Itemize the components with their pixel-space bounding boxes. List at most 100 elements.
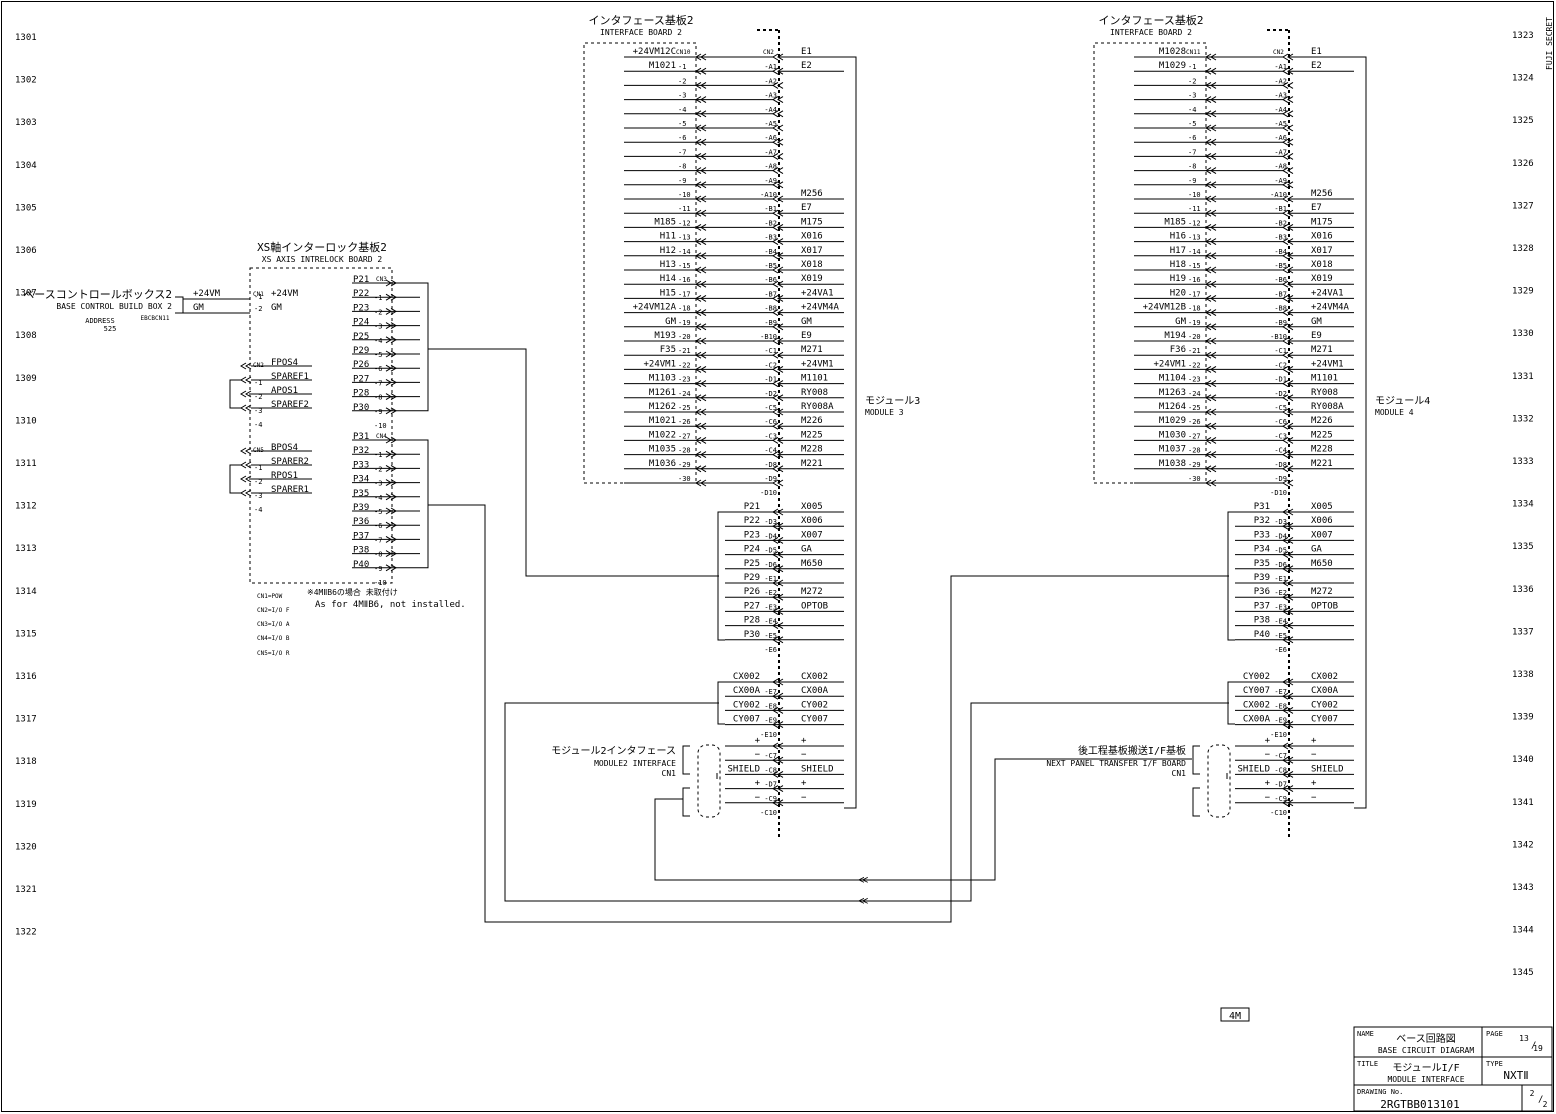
type-label: TYPE — [1486, 1060, 1503, 1068]
if-row-right-pin: -B6 — [1274, 276, 1287, 284]
if-row-left-signal: M1022 — [649, 430, 676, 440]
if-p-row-right: X005 — [801, 502, 823, 512]
row-number-left: 1319 — [15, 800, 37, 810]
row-number-right: 1329 — [1512, 287, 1534, 297]
if-row-right-pin: -C3 — [1274, 432, 1287, 440]
if-p-row-right: OPTOB — [801, 601, 828, 611]
page-label: PAGE — [1486, 1030, 1503, 1038]
if-cx-row-right: CY007 — [801, 715, 828, 725]
if-row-left-pin: -21 — [1188, 347, 1201, 355]
xs-cn3-pin-num: -2 — [374, 308, 382, 316]
if-row-right-pin: -B1 — [764, 205, 777, 213]
if-row-right-pin: -B1 — [1274, 205, 1287, 213]
if-row-left-pin: -5 — [678, 120, 686, 128]
module-title-jp: モジュール3 — [865, 396, 920, 407]
if-row-right-pin: -C4 — [764, 447, 777, 455]
if-p-row-left: P25 — [744, 559, 760, 569]
row-number-right: 1323 — [1512, 31, 1534, 41]
xs-cn5-pin-sig: BPOS4 — [271, 443, 298, 453]
xs-cn3-pin-num: -3 — [374, 323, 382, 331]
if-row-right-signal: E7 — [1311, 203, 1322, 213]
if-row-left-signal: M1038 — [1159, 459, 1186, 469]
if-cx-row-left: CY002 — [1243, 672, 1270, 682]
if-io-row-left: SHIELD — [1237, 764, 1270, 774]
base-pin-1-sig: +24VM — [193, 289, 221, 299]
if-row-left-pin: -30 — [678, 475, 691, 483]
if-row-left-signal: M193 — [654, 331, 676, 341]
row-number-right: 1331 — [1512, 372, 1534, 382]
if-cx-row-left: CX002 — [1243, 700, 1270, 710]
if-row-left-signal: H19 — [1170, 274, 1186, 284]
row-number-left: 1317 — [15, 715, 37, 725]
if-cx-row-left: CY007 — [1243, 686, 1270, 696]
if-row-left-pin: -15 — [678, 262, 691, 270]
row-number-right: 1340 — [1512, 755, 1534, 765]
if-row-left-pin: -13 — [678, 234, 691, 242]
if-row-left-pin: -8 — [678, 163, 686, 171]
row-number-left: 1311 — [15, 459, 37, 469]
if-row-right-pin: -A7 — [1274, 148, 1287, 156]
if-p-row-right: X007 — [801, 530, 823, 540]
if-row-right-pin: -C3 — [764, 432, 777, 440]
if-cn2-label: CN2 — [763, 49, 774, 56]
if-row-right-pin: -D10 — [760, 489, 777, 497]
xs-cn5-pin-sig: SPARER2 — [271, 457, 309, 467]
xs-cn2-pin-sig: SPAREF2 — [271, 400, 309, 410]
if-p-row-pin: -E2 — [764, 589, 777, 597]
if-row-right-pin: -B7 — [1274, 290, 1287, 298]
if-row-right-signal: X016 — [1311, 232, 1333, 242]
if-row-left-pin: -14 — [1188, 248, 1201, 256]
if-row-right-signal: M225 — [801, 430, 823, 440]
if-row-right-pin: -C6 — [764, 418, 777, 426]
if-cx-row-pin: -E8 — [764, 702, 777, 710]
base-box-address: 525 — [104, 325, 117, 333]
row-number-right: 1333 — [1512, 457, 1534, 467]
row-number-left: 1314 — [15, 587, 37, 597]
if-board-title-jp: インタフェース基板2 — [1098, 13, 1203, 27]
if-row-right-pin: -B3 — [764, 234, 777, 242]
if-p-row-left: P28 — [744, 616, 760, 626]
if-row-right-pin: -A7 — [764, 148, 777, 156]
if-row-right-signal: +24VM4A — [1311, 303, 1350, 313]
if-row-left-pin: -7 — [678, 148, 686, 156]
if-row-right-pin: -D10 — [1270, 489, 1287, 497]
if-row-right-signal: X016 — [801, 232, 823, 242]
xs-cn5-pin-num: -2 — [254, 478, 262, 486]
if-row-right-pin: -A1 — [1274, 63, 1287, 71]
if-row-right-pin: -D2 — [1274, 390, 1287, 398]
if-row-left-signal: +24VM1 — [643, 359, 676, 369]
if-row-left-pin: -18 — [1188, 305, 1201, 313]
if-cx-row-pin: -E7 — [764, 688, 777, 696]
if-p-row-pin: -E5 — [764, 632, 777, 640]
if-row-left-pin: -17 — [1188, 290, 1201, 298]
if-row-right-signal: X019 — [801, 274, 823, 284]
if-row-right-pin: -B8 — [764, 305, 777, 313]
if-p-row-left: P32 — [1254, 516, 1270, 526]
if-row-left-signal: M1029 — [1159, 61, 1186, 71]
if-row-right-pin: -A4 — [764, 106, 777, 114]
if-io-row-pin: -C9 — [764, 795, 777, 803]
row-number-left: 1321 — [15, 885, 37, 895]
if-row-right-pin: -B10 — [760, 333, 777, 341]
xs-cn4-pin-num: -6 — [374, 522, 382, 530]
row-number-left: 1318 — [15, 757, 37, 767]
xs-cn4-pin-sig: P34 — [353, 475, 369, 485]
if-row-left-pin: -11 — [678, 205, 691, 213]
xs-cn3-pin-sig: P26 — [353, 360, 369, 370]
if-p-row-pin: -D5 — [764, 547, 777, 555]
xs-cn4-pin-sig: P39 — [353, 503, 369, 513]
if-row-right-pin: -D8 — [764, 461, 777, 469]
if-p-row-left: P23 — [744, 530, 760, 540]
if-row-right-pin: -C2 — [764, 361, 777, 369]
xs-cn3-label: CN3 — [376, 276, 387, 283]
if-row-right-signal: E2 — [801, 61, 812, 71]
if-p-row-left: P31 — [1254, 502, 1270, 512]
if-row-left-pin: -30 — [1188, 475, 1201, 483]
if-io-row-left: + — [755, 779, 761, 789]
if-row-right-pin: -C5 — [764, 404, 777, 412]
drawing-label: DRAWING No. — [1357, 1088, 1403, 1096]
interconnect-wires: ≪ ≪ — [428, 348, 1229, 923]
xs-cn3-pin-sig: P28 — [353, 389, 369, 399]
base-pin-2-sig: GM — [193, 303, 204, 313]
